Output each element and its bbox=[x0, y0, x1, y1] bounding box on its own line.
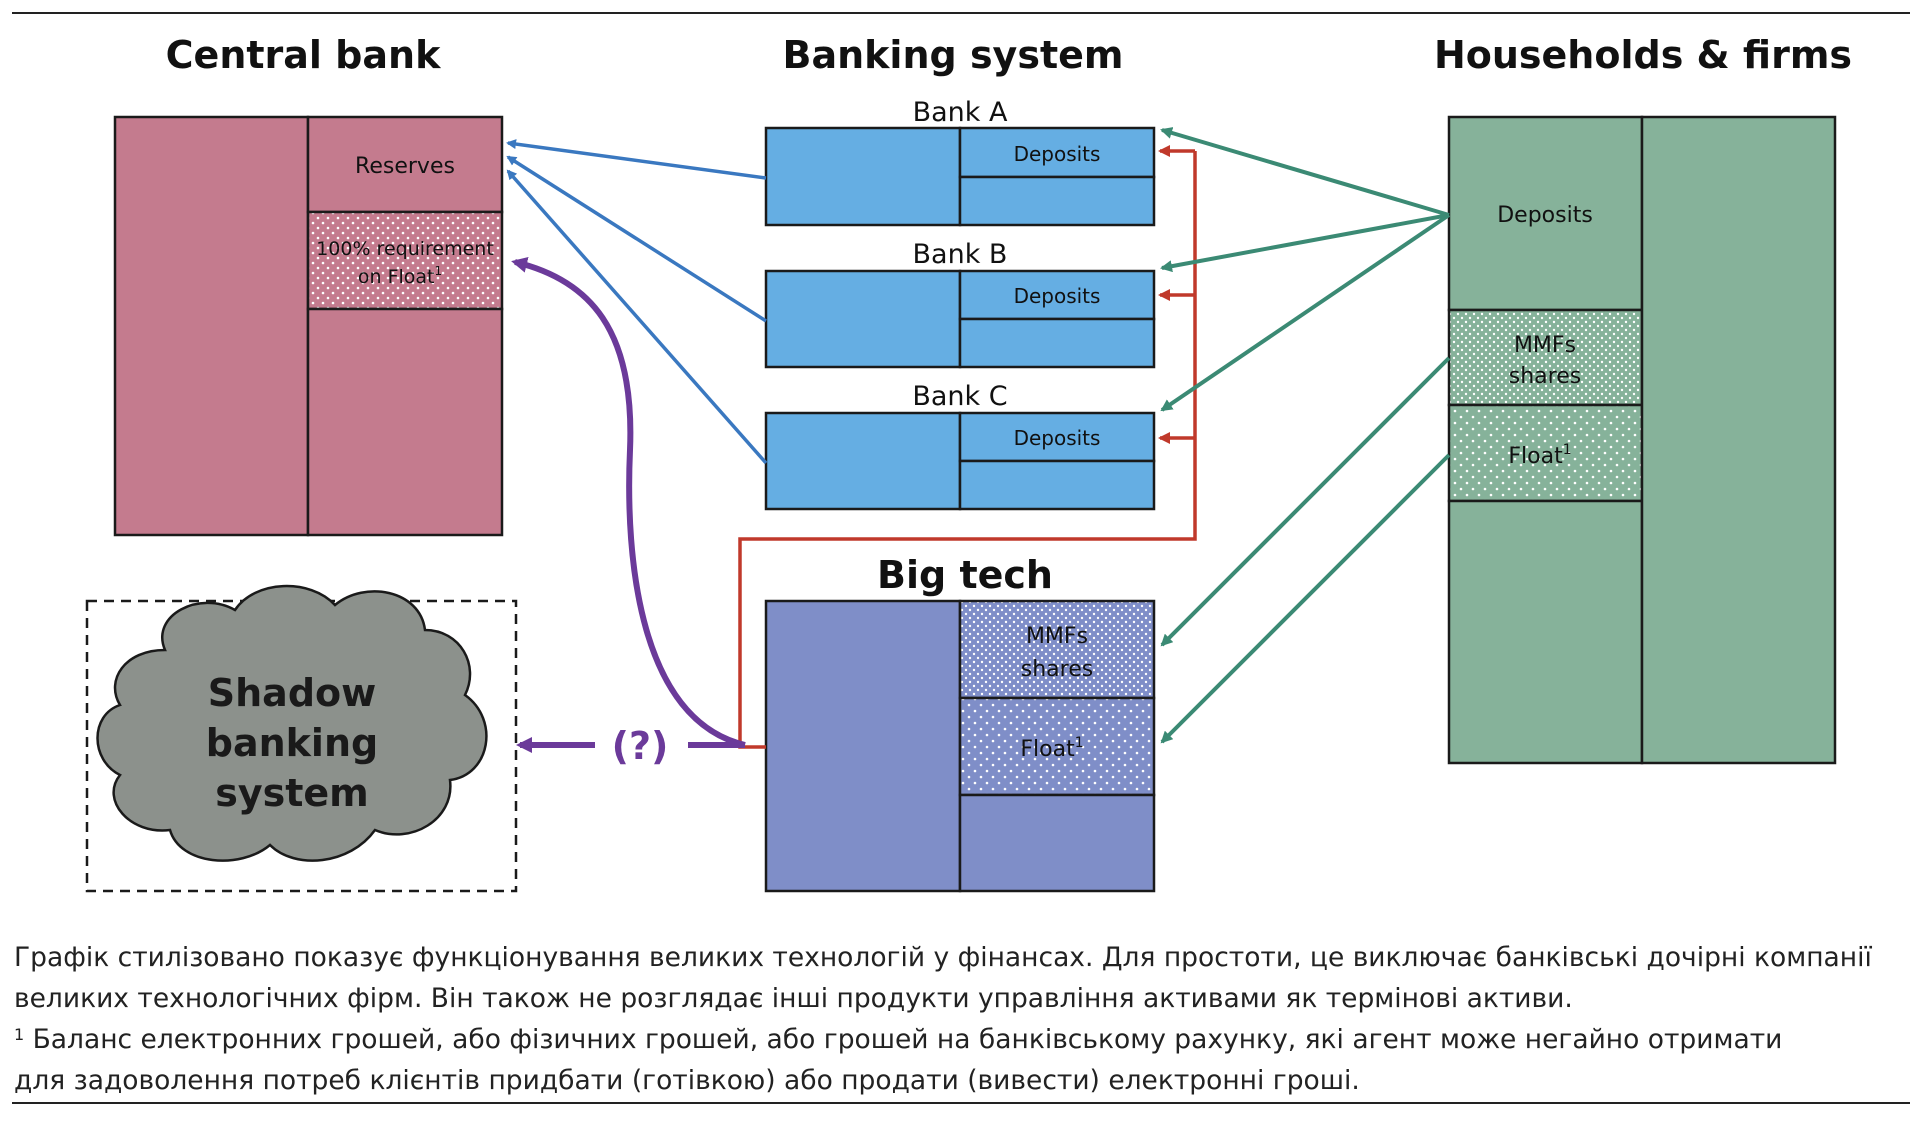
shadow-banking-system: Shadow banking system bbox=[85, 584, 518, 893]
big-tech-mmfs-line2: shares bbox=[1021, 657, 1093, 682]
arrow-bank-b-to-reserves bbox=[506, 155, 767, 323]
red-connector-line bbox=[738, 151, 1197, 749]
reserves-label: Reserves bbox=[355, 154, 455, 179]
arrow-households-to-bank-a bbox=[1160, 127, 1450, 217]
bank-a: Bank A Deposits bbox=[764, 97, 1156, 227]
bank-a-deposits: Deposits bbox=[1014, 142, 1101, 166]
question-label: (?) bbox=[612, 724, 669, 768]
requirement-label-line2: on Float1 bbox=[358, 264, 442, 288]
caption-footnote-line-2: для задоволення потреб клієнтів придбати… bbox=[14, 1065, 1360, 1096]
header-banking-system: Banking system bbox=[783, 33, 1124, 77]
big-tech-mmfs-line1: MMFs bbox=[1026, 624, 1088, 649]
shadow-label-line2: banking bbox=[206, 721, 378, 765]
households-balance-sheet: Deposits MMFs shares Float1 bbox=[1447, 115, 1837, 765]
arrows-purple bbox=[511, 257, 746, 753]
households-mmfs-line1: MMFs bbox=[1514, 333, 1576, 358]
shadow-label-line3: system bbox=[215, 771, 369, 815]
households-deposits: Deposits bbox=[1497, 203, 1593, 228]
caption-footnote-line-1: 1 Баланс електронних грошей, або фізични… bbox=[14, 1019, 1904, 1060]
arrow-big-tech-to-central-bank bbox=[511, 257, 746, 748]
arrows-banks-to-reserves bbox=[506, 139, 768, 465]
caption-line-2: великих технологічних фірм. Він також не… bbox=[14, 983, 1573, 1014]
arrow-households-to-bank-b bbox=[1160, 213, 1450, 273]
header-central-bank: Central bank bbox=[166, 33, 441, 77]
big-tech-float-footnote-mark: 1 bbox=[1075, 735, 1084, 751]
arrows-households-to-banks bbox=[1160, 127, 1451, 744]
bottom-rule bbox=[12, 1102, 1910, 1104]
header-big-tech: Big tech bbox=[877, 553, 1053, 597]
requirement-footnote-mark: 1 bbox=[435, 264, 443, 278]
arrow-households-mmfs-to-big-tech bbox=[1160, 356, 1451, 647]
bank-b: Bank B Deposits bbox=[764, 239, 1156, 369]
shadow-cloud-shape bbox=[96, 584, 488, 862]
big-tech-balance-sheet: MMFs shares Float1 bbox=[764, 599, 1156, 893]
households-float-footnote-mark: 1 bbox=[1563, 442, 1572, 458]
arrow-bank-a-to-reserves bbox=[506, 139, 767, 180]
bank-a-name: Bank A bbox=[913, 97, 1008, 128]
bank-c-deposits: Deposits bbox=[1014, 426, 1101, 450]
caption-line-1: Графік стилізовано показує функціонуванн… bbox=[14, 942, 1872, 973]
big-tech-float: Float1 bbox=[1020, 735, 1083, 762]
bank-c-name: Bank C bbox=[912, 381, 1007, 412]
caption: Графік стилізовано показує функціонуванн… bbox=[14, 937, 1904, 1101]
bank-c: Bank C Deposits bbox=[764, 381, 1156, 511]
caption-footnote-mark: 1 bbox=[14, 1025, 25, 1044]
arrow-bank-c-to-reserves bbox=[506, 169, 768, 465]
bank-b-deposits: Deposits bbox=[1014, 284, 1101, 308]
caption-footnote-text: Баланс електронних грошей, або фізичних … bbox=[24, 1024, 1783, 1055]
header-households-firms: Households & firms bbox=[1434, 33, 1852, 77]
requirement-label-line1: 100% requirement bbox=[316, 238, 494, 260]
fintech-flow-diagram: Central bank Banking system Households &… bbox=[85, 33, 1852, 893]
central-bank-balance-sheet: Reserves 100% requirement on Float1 bbox=[113, 115, 504, 537]
shadow-label-line1: Shadow bbox=[208, 671, 376, 715]
households-mmfs-line2: shares bbox=[1509, 364, 1581, 389]
bank-b-name: Bank B bbox=[913, 239, 1008, 270]
households-float: Float1 bbox=[1508, 442, 1571, 469]
arrow-households-float-to-big-tech bbox=[1160, 453, 1451, 744]
top-rule bbox=[12, 12, 1910, 14]
arrows-big-tech-to-bank-deposits bbox=[738, 145, 1197, 749]
arrow-households-to-bank-c bbox=[1160, 213, 1451, 412]
